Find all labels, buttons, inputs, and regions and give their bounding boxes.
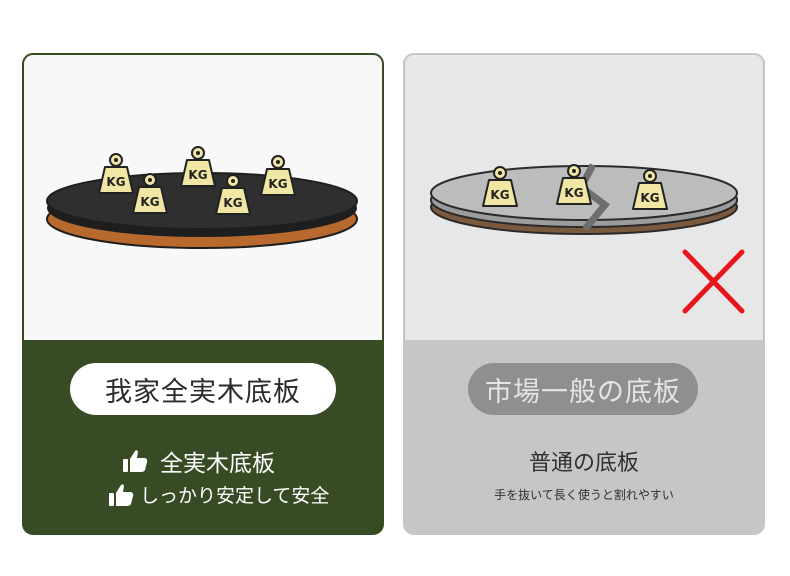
pill-text: 我家全実木底板 xyxy=(105,376,301,408)
solid-wood-card: KG KG KG KG KG 我家全実木底板 xyxy=(22,53,384,535)
weight-icon: KG xyxy=(632,169,668,210)
ordinary-illustration-area: KG KG KG xyxy=(405,55,763,340)
pill-text: 市場一般の底板 xyxy=(485,376,681,408)
feature-text: しっかり安定して安全 xyxy=(140,485,330,507)
solid-wood-board-illustration: KG KG KG KG KG xyxy=(46,146,358,249)
weight-label: KG xyxy=(640,191,659,205)
weight-icon: KG xyxy=(556,164,592,205)
weight-icon: KG xyxy=(132,173,168,214)
ordinary-board-card: KG KG KG 市場一般の底板 普通の底板 手を抜いて長く使うと割れやすい xyxy=(403,53,765,535)
weight-icon: KG xyxy=(482,166,518,207)
weight-label: KG xyxy=(223,196,242,210)
thumbs-up-icon xyxy=(123,450,148,472)
ordinary-board-title: 普通の底板 xyxy=(528,451,639,476)
ordinary-board-note: 手を抜いて長く使うと割れやすい xyxy=(494,488,674,502)
weight-icon: KG xyxy=(260,155,296,196)
solid-wood-illustration-area: KG KG KG KG KG xyxy=(24,55,382,340)
weight-label: KG xyxy=(140,195,159,209)
thumbs-up-icon xyxy=(109,483,134,506)
ordinary-label-pill: 市場一般の底板 xyxy=(468,363,698,415)
weight-icon: KG xyxy=(180,146,216,187)
weight-icon: KG xyxy=(98,153,134,194)
solid-wood-label-pill: 我家全実木底板 xyxy=(70,363,336,415)
crack-icon xyxy=(576,163,611,232)
weight-label: KG xyxy=(268,177,287,191)
feature-row-stable: しっかり安定して安全 xyxy=(108,481,329,508)
feature-row-solid-wood: 全実木底板 xyxy=(122,444,275,478)
weight-label: KG xyxy=(188,168,207,182)
cross-icon xyxy=(682,249,745,314)
ordinary-board-illustration: KG KG KG xyxy=(430,163,745,314)
weight-icon: KG xyxy=(215,174,251,215)
feature-text: 全実木底板 xyxy=(160,451,275,477)
weight-label: KG xyxy=(106,175,125,189)
weight-label: KG xyxy=(490,188,509,202)
weight-label: KG xyxy=(564,186,583,200)
